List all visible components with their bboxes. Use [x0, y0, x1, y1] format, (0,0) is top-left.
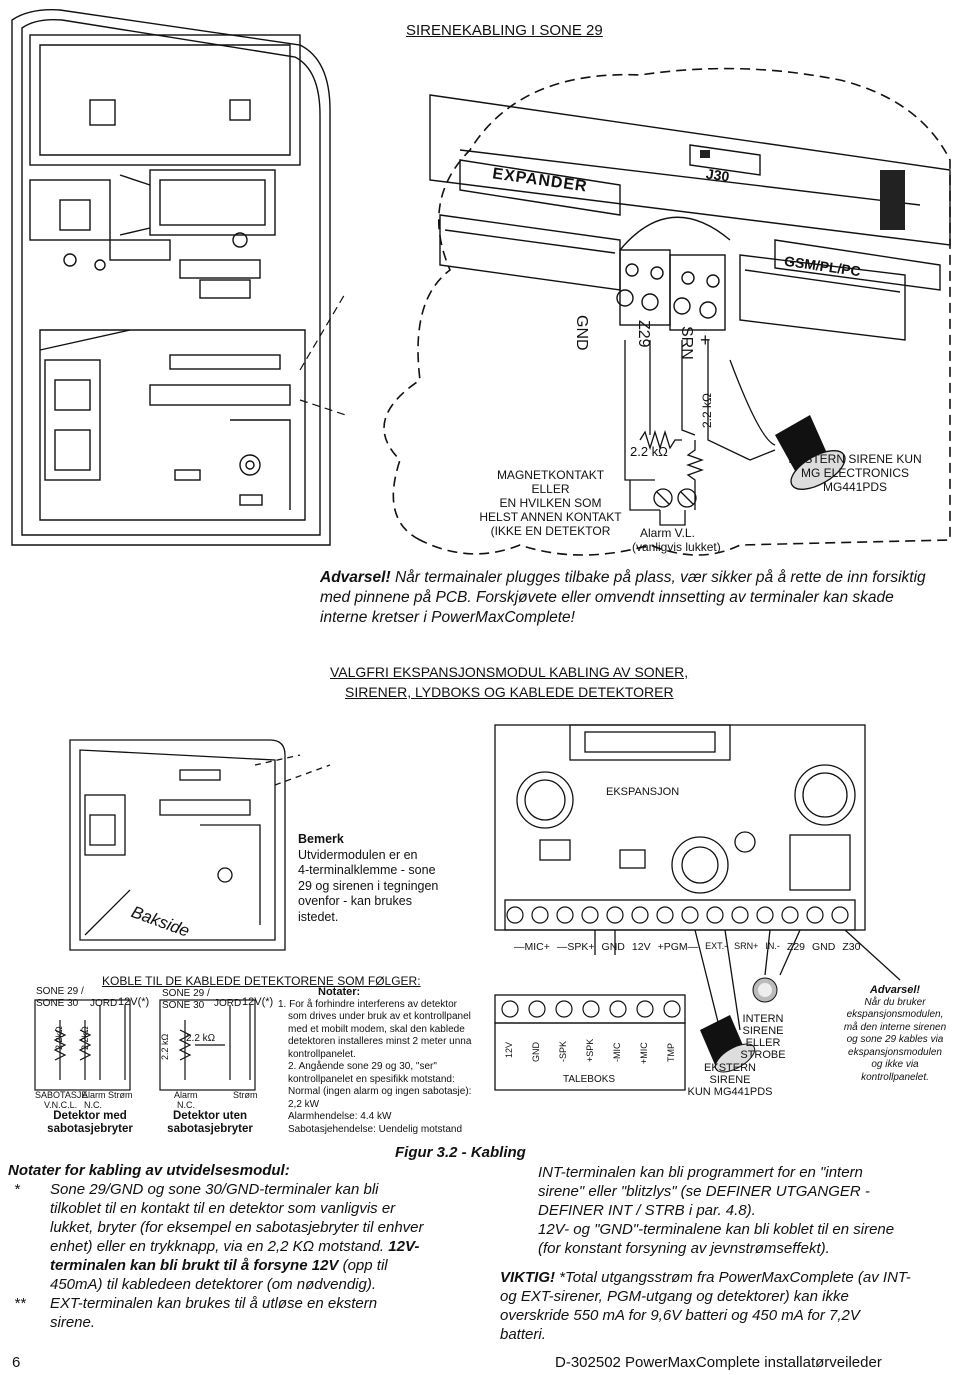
- detector1-nc: N.C.: [84, 1100, 102, 1110]
- zoom-detail-drawing: [383, 67, 951, 556]
- detector1-caption: Detektor med sabotasjebryter: [47, 1110, 133, 1135]
- koble-title: KOBLE TIL DE KABLEDE DETEKTORENE SOM FØL…: [102, 974, 421, 988]
- detector1-alarm: Alarm: [82, 1090, 106, 1100]
- srn-terminal-label: SRN: [678, 326, 695, 360]
- z29-terminal-label: Z29: [635, 320, 652, 348]
- detector2-alarm: Alarm: [174, 1090, 198, 1100]
- detector1-12v: 12V(*): [118, 996, 150, 1008]
- detector1-r2: 2.2kΩ: [80, 1026, 90, 1050]
- warning-text: Advarsel! Når termainaler plugges tilbak…: [320, 569, 926, 626]
- detector1-jord: JORD: [90, 998, 118, 1009]
- detector2-r2: 2.2 kΩ: [186, 1033, 216, 1044]
- page-number: 6: [12, 1354, 21, 1371]
- detector1-strom: Strøm: [108, 1090, 133, 1100]
- notater-box: Notater: 1. For å forhindre interferens …: [278, 986, 472, 1135]
- magnet-contact-text: MAGNETKONTAKT ELLER EN HVILKEN SOM HELST…: [479, 468, 622, 538]
- control-panel-drawing: [11, 9, 345, 546]
- resistor-label-2: 2.2 kΩ: [700, 393, 714, 428]
- j30-label: J30: [705, 165, 731, 185]
- alarm-vl-sub: (vanligvis lukket): [632, 540, 721, 554]
- resistor-label-1: 2.2 kΩ: [630, 444, 668, 459]
- mid-title-line1: VALGFRI EKSPANSJONSMODUL KABLING AV SONE…: [330, 664, 689, 680]
- detector2-nc: N.C.: [177, 1100, 195, 1110]
- terminal-labels-row: —MIC+ —SPK+ GND 12V +PGM— EXT.- SRN+ IN.…: [514, 941, 861, 953]
- right-notes: INT-terminalen kan bli programmert for e…: [500, 1164, 911, 1343]
- detector2-jord: JORD: [214, 998, 242, 1009]
- taleboks-label: TALEBOKS: [563, 1074, 616, 1085]
- ekspansjon-label: EKSPANSJON: [606, 786, 680, 798]
- right-warning: Advarsel! Når du bruker ekspansjonsmodul…: [843, 984, 947, 1083]
- ekstern-sirene-label: EKSTERN SIRENE KUN MG441PDS: [687, 1062, 773, 1098]
- figure-caption: Figur 3.2 - Kabling: [395, 1144, 526, 1161]
- external-siren-text: EKSTERN SIRENE KUN MG ELECTRONICS MG441P…: [788, 452, 922, 494]
- main-terminal-screws: [506, 906, 849, 924]
- bemerk-box: Bemerk Utvidermodulen er en 4-terminalkl…: [298, 832, 439, 924]
- detector1-r1: 2.2kΩ: [54, 1026, 64, 1050]
- detector2-zone: SONE 29 / SONE 30: [162, 988, 210, 1011]
- detector2-caption: Detektor uten sabotasjebryter: [167, 1110, 253, 1135]
- detector1-sab: SABOTASJE: [35, 1090, 88, 1100]
- alarm-vl-label: Alarm V.L.: [640, 526, 695, 540]
- detector2-strom: Strøm: [233, 1090, 258, 1100]
- intern-siren-label: INTERN SIRENE ELLER STROBE: [740, 1013, 786, 1061]
- expansion-module-drawing: [34, 724, 901, 1091]
- detector2-12v: 12V(*): [242, 996, 274, 1008]
- document-footer: D-302502 PowerMaxComplete installatørvei…: [555, 1354, 882, 1371]
- left-notes: Notater for kabling av utvidelsesmodul: …: [8, 1162, 424, 1331]
- detector1-zone: SONE 29 / SONE 30: [36, 986, 84, 1009]
- mid-title-line2: SIRENER, LYDBOKS OG KABLEDE DETEKTORER: [345, 684, 674, 700]
- gnd-terminal-label: GND: [573, 315, 590, 351]
- detector2-r1: 2.2 kΩ: [160, 1033, 170, 1060]
- detector1-vnc: V.N.C.L.: [44, 1100, 78, 1110]
- plus-terminal-label: +: [700, 330, 711, 350]
- top-title: SIRENEKABLING I SONE 29: [406, 22, 603, 39]
